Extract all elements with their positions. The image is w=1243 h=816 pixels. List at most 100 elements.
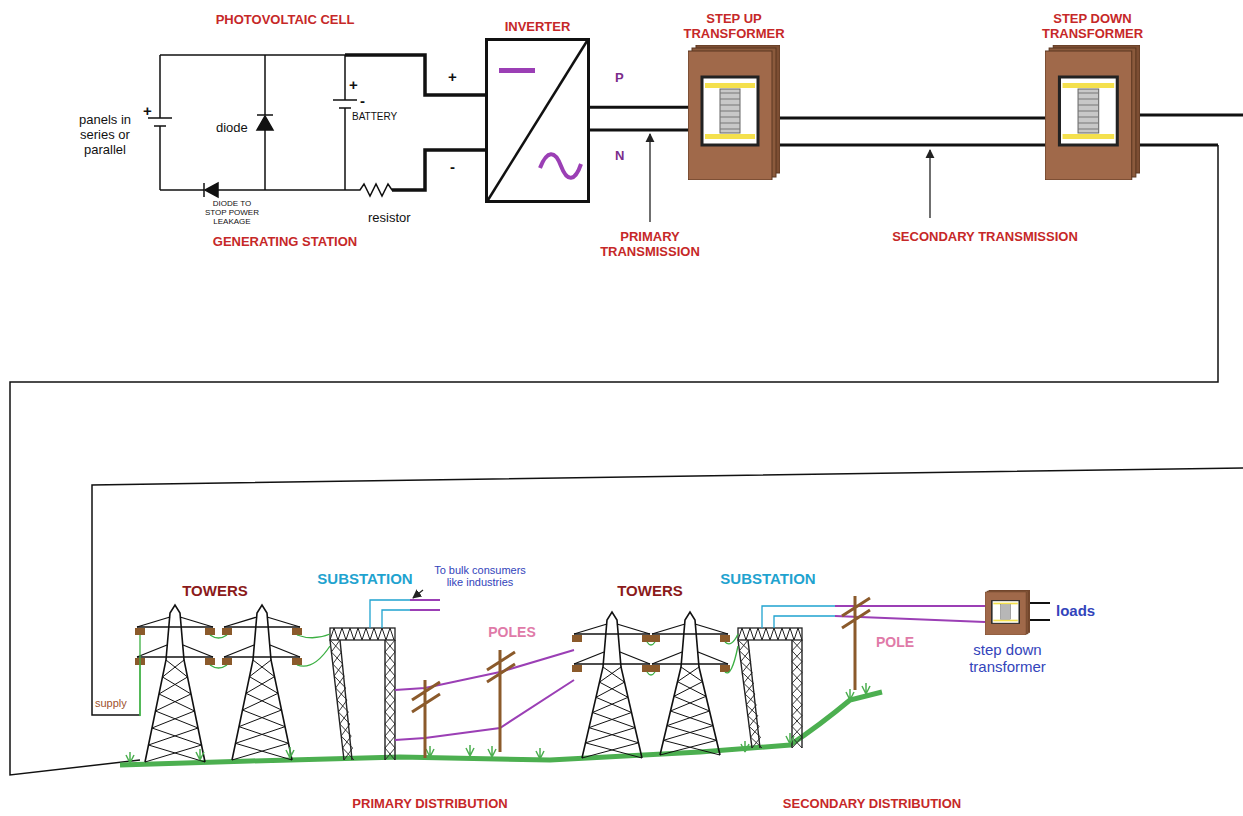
polarity-sign: -: [450, 158, 455, 175]
substation-frame: [792, 640, 802, 651]
transmission-tower: [593, 713, 636, 728]
transformer-part: [720, 129, 740, 130]
substation-frame: [385, 652, 395, 664]
transmission-tower: [222, 605, 302, 760]
transmission-wire: [1140, 144, 1218, 147]
transformer-part: [1059, 77, 1117, 145]
substation-frame: [754, 628, 758, 640]
pv-circuit: [205, 183, 218, 197]
substation-frame: [739, 651, 750, 662]
transmission-tower: [574, 652, 604, 664]
pole: [412, 596, 870, 758]
substation-frame: [341, 736, 352, 748]
feeder-note: To bulk consumers like industries: [425, 564, 535, 588]
pv-circuit: [203, 183, 205, 197]
transformer-part: [696, 45, 780, 173]
transformer-part: [992, 601, 1019, 624]
line-name: N: [615, 148, 624, 163]
transmission-tower: [652, 624, 685, 634]
substation-frame: [792, 705, 802, 716]
grass-tuft: [786, 733, 794, 744]
transformer-part: [993, 620, 1017, 622]
section-title: PRIMARY DISTRIBUTION: [352, 796, 507, 811]
substation-frame: [330, 628, 334, 640]
transmission-tower: [246, 693, 282, 710]
substation-frame: [792, 672, 802, 683]
transmission-tower: [156, 711, 199, 728]
leader-arrow: [649, 134, 650, 222]
inverter-part: [540, 154, 581, 178]
substation-frame: [385, 640, 395, 652]
transmission-tower: [671, 696, 707, 711]
transmission-tower: [574, 633, 650, 634]
transmission-tower: [152, 711, 195, 728]
transmission-tower: [652, 652, 682, 664]
inverter-symbol: [485, 38, 590, 203]
substation-frame: [385, 736, 395, 748]
transmission-tower: [292, 628, 302, 635]
part-name: TOWERS: [182, 582, 248, 599]
substation-frame: [333, 652, 342, 664]
substation-frame: [762, 628, 766, 640]
transformer-part: [985, 592, 1026, 635]
transmission-tower: [667, 726, 717, 741]
transmission-tower: [292, 658, 302, 665]
transmission-tower: [593, 697, 629, 712]
substation-frame: [751, 737, 762, 748]
part-name: POLE: [876, 634, 914, 650]
pv-circuit: [160, 184, 425, 196]
substation-frame: [334, 628, 338, 640]
transmission-tower: [574, 663, 650, 664]
polarity-sign: -: [360, 92, 365, 109]
substation-frame: [742, 662, 751, 673]
transmission-tower: [671, 711, 714, 726]
transformer-part: [1001, 612, 1011, 613]
transmission-tower: [586, 728, 636, 743]
section-title: GENERATING STATION: [213, 234, 357, 249]
transformer-part: [720, 111, 740, 112]
transmission-tower: [135, 628, 145, 635]
transmission-tower: [589, 728, 639, 743]
transmission-tower: [650, 635, 660, 642]
substation-frame: [746, 705, 757, 716]
transmission-tower: [600, 682, 629, 697]
transformer-part: [1001, 618, 1011, 619]
pole: [412, 680, 440, 758]
substation-frame: [334, 676, 345, 688]
substation-frame: [750, 628, 754, 640]
substation-frame: [385, 700, 395, 712]
transmission-wire: [590, 115, 1243, 145]
substation-frame: [782, 628, 786, 640]
substation-frame: [792, 672, 802, 683]
substation-frame: [336, 676, 345, 688]
transmission-tower: [620, 652, 650, 664]
leader-arrow: [413, 590, 423, 598]
substation-frame: [739, 640, 748, 651]
transformer-part: [1078, 99, 1099, 100]
transmission-tower: [224, 645, 254, 657]
transformer-box: STEP DOWN TRANSFORMER: [1045, 45, 1140, 180]
node-heading: STEP DOWN TRANSFORMER: [1033, 11, 1153, 41]
substation-frame: [749, 726, 760, 737]
transmission-tower: [250, 677, 279, 694]
transformer-part: [1053, 45, 1140, 173]
leader-arrow: [413, 134, 930, 598]
substation-frame: [751, 726, 760, 737]
transmission-tower: [617, 624, 650, 634]
grass-tuft: [196, 749, 204, 760]
transformer-part: [705, 134, 755, 139]
substation-frame: [385, 724, 395, 736]
transformer-part: [720, 105, 740, 106]
transmission-tower: [695, 624, 728, 634]
transmission-tower: [236, 743, 293, 760]
substation-frame: [385, 724, 395, 736]
transmission-tower: [159, 677, 188, 694]
substation-frame: [362, 628, 366, 640]
transmission-tower: [166, 660, 188, 677]
substation-frame: [330, 628, 395, 760]
transmission-tower: [243, 710, 286, 727]
transmission-wire: [590, 129, 688, 132]
section-title: PHOTOVOLTAIC CELL: [216, 12, 355, 27]
transmission-tower: [135, 605, 215, 762]
